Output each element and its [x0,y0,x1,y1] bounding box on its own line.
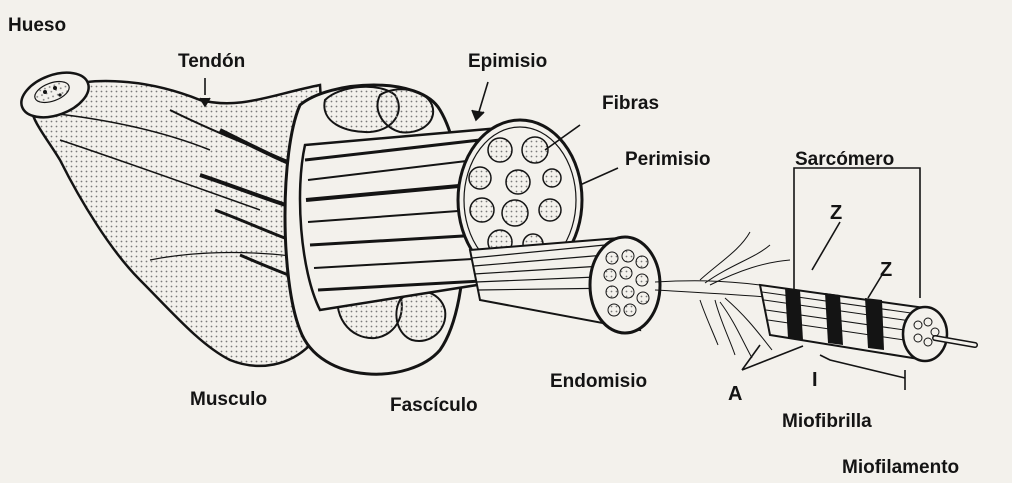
sarcomero-bracket [794,168,920,298]
label-miofilamento: Miofilamento [842,458,959,477]
label-tendon: Tendón [178,52,245,71]
label-z-upper: Z [830,203,842,223]
label-hueso: Hueso [8,16,66,35]
epimisio-pointer [478,82,488,115]
label-fibras: Fibras [602,94,659,113]
label-z-lower: Z [880,260,892,280]
label-miofibrilla: Miofibrilla [782,412,872,431]
label-epimisio: Epimisio [468,52,547,71]
perimisio-pointer [580,168,618,185]
label-i-band: I [812,370,818,390]
label-musculo: Musculo [190,390,267,409]
label-a-band: A [728,384,742,404]
z-upper-pointer [812,222,840,270]
label-sarcomero: Sarcómero [795,150,894,169]
label-fasciculo: Fascículo [390,396,478,415]
label-endomisio: Endomisio [550,372,647,391]
i-band-bracket [820,355,905,378]
label-perimisio: Perimisio [625,150,711,169]
fibre-bundle [470,237,660,333]
